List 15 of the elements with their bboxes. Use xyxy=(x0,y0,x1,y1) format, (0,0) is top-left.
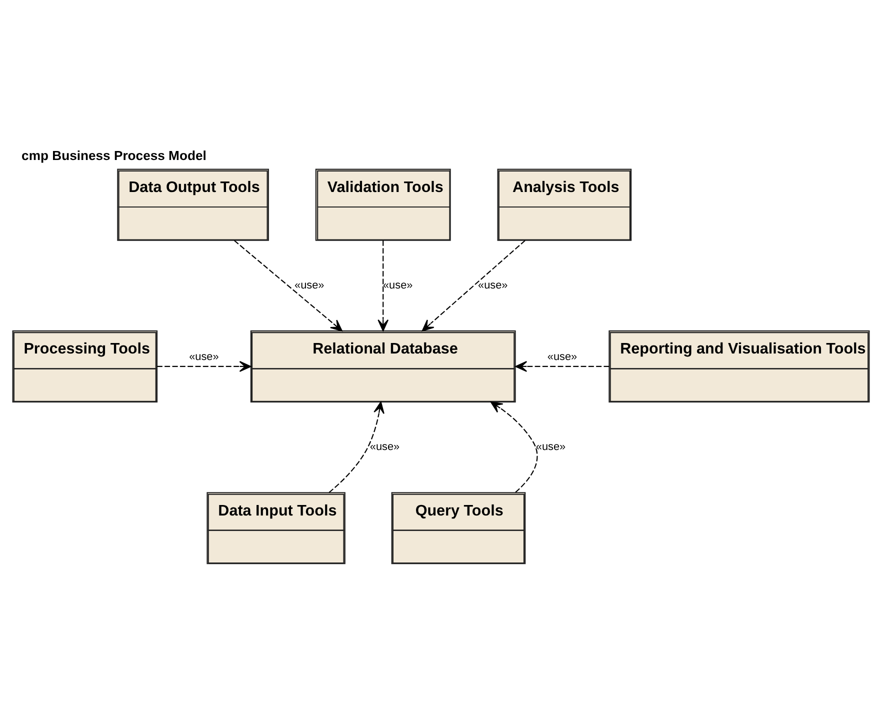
arrow xyxy=(328,402,384,493)
arrow xyxy=(378,240,389,332)
edge-label: «use» xyxy=(382,279,413,292)
edge-label: «use» xyxy=(536,441,566,454)
edge-label: «use» xyxy=(189,350,219,363)
edge-label: «use» xyxy=(370,441,400,454)
arrow xyxy=(490,402,538,493)
arrow xyxy=(157,361,252,372)
diagram-title: cmp Business Process Model xyxy=(22,148,206,164)
arrow xyxy=(234,240,342,332)
edge-label: «use» xyxy=(547,350,578,363)
edge-label: «use» xyxy=(478,279,508,292)
arrow xyxy=(422,240,526,332)
arrow xyxy=(515,361,610,372)
edge-label: «use» xyxy=(294,279,324,292)
